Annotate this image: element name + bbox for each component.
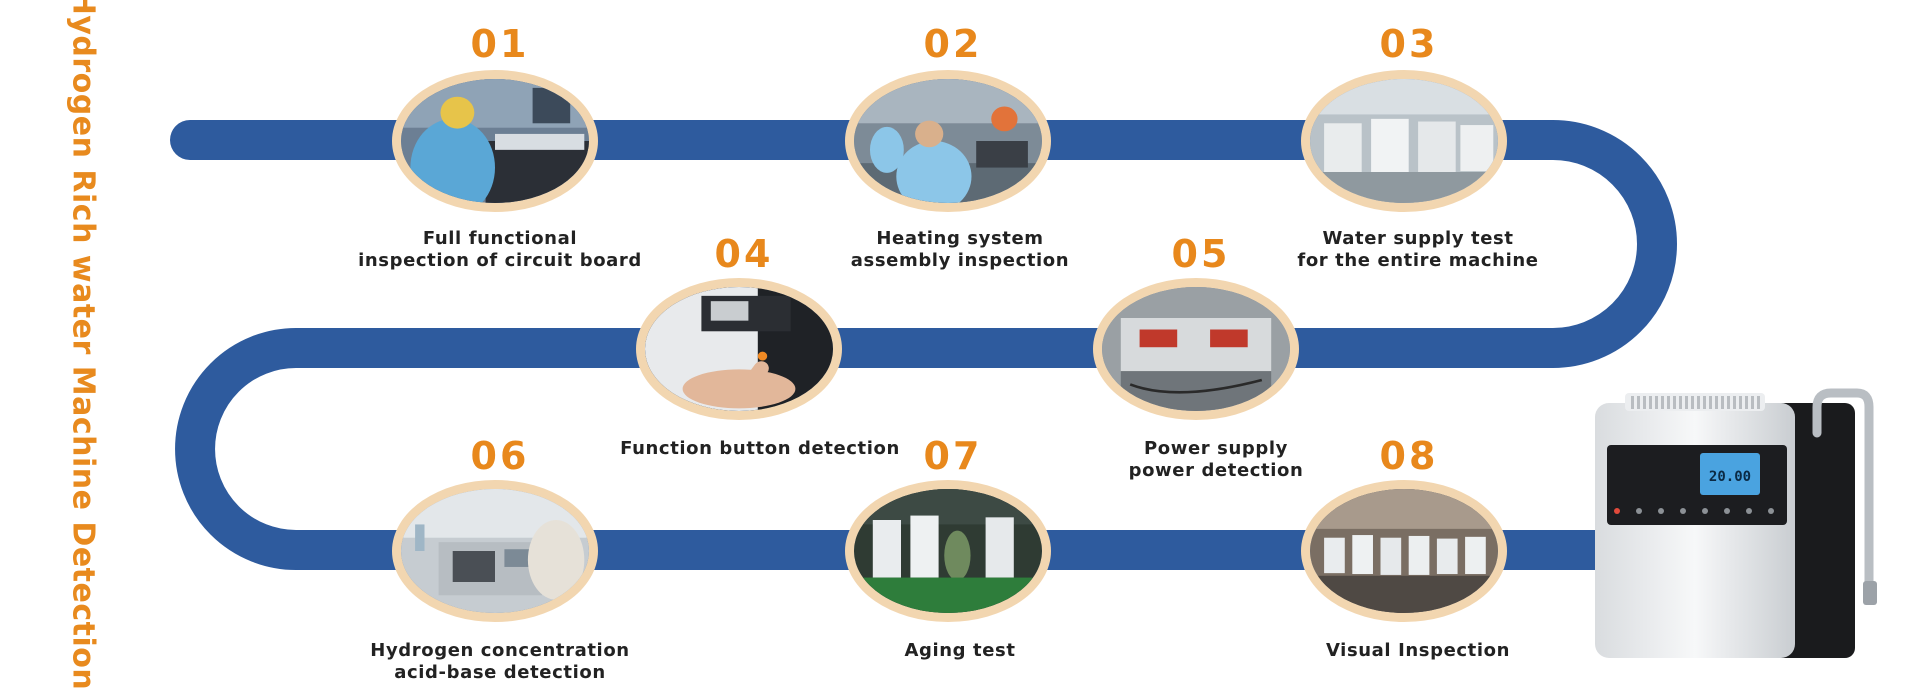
- caption-line-1: Hydrogen concentration: [370, 640, 630, 661]
- caption-line-2: acid-base detection: [394, 662, 606, 683]
- step-caption: Full functional inspection of circuit bo…: [320, 228, 680, 272]
- vent-rib: [1697, 396, 1700, 409]
- machine-faucet-pipe: [1812, 388, 1874, 590]
- vent-rib: [1643, 396, 1646, 409]
- step-caption: Water supply test for the entire machine: [1238, 228, 1598, 272]
- vent-rib: [1739, 396, 1742, 409]
- heating-system-assembly-photo: [845, 70, 1051, 212]
- step-caption: Hydrogen concentration acid-base detecti…: [320, 640, 680, 684]
- step-number: 06: [470, 434, 530, 478]
- step-number: 04: [714, 232, 774, 276]
- vent-rib: [1649, 396, 1652, 409]
- caption-line-2: inspection of circuit board: [358, 250, 642, 271]
- caption-line-1: Aging test: [904, 640, 1016, 661]
- vent-rib: [1691, 396, 1694, 409]
- function-button-photo: [636, 278, 842, 420]
- step-number: 01: [470, 22, 530, 66]
- machine-vent: [1625, 393, 1765, 411]
- vent-rib: [1655, 396, 1658, 409]
- vent-rib: [1703, 396, 1706, 409]
- vent-rib: [1637, 396, 1640, 409]
- step-number: 07: [923, 434, 983, 478]
- caption-line-2: power detection: [1128, 460, 1304, 481]
- machine-body: [1595, 403, 1795, 658]
- hydrogen-concentration-photo: [392, 480, 598, 622]
- vent-rib: [1733, 396, 1736, 409]
- vent-rib: [1715, 396, 1718, 409]
- step-caption: Function button detection: [580, 438, 940, 460]
- machine-faucet-tip: [1863, 581, 1877, 605]
- machine-button-row: [1614, 508, 1774, 514]
- step-number: 05: [1171, 232, 1231, 276]
- step-caption: Heating system assembly inspection: [780, 228, 1140, 272]
- vent-rib: [1745, 396, 1748, 409]
- vent-rib: [1631, 396, 1634, 409]
- vent-rib: [1709, 396, 1712, 409]
- caption-line-1: Full functional: [422, 228, 578, 249]
- machine-button: [1658, 508, 1664, 514]
- track-path: [170, 120, 1677, 570]
- machine-lcd: [1700, 453, 1760, 495]
- step-caption: Aging test: [780, 640, 1140, 662]
- power-supply-photo: [1093, 278, 1299, 420]
- vent-rib: [1685, 396, 1688, 409]
- vent-rib: [1667, 396, 1670, 409]
- vent-rib: [1727, 396, 1730, 409]
- caption-line-1: Visual Inspection: [1325, 640, 1511, 661]
- machine-button: [1724, 508, 1730, 514]
- vent-rib: [1679, 396, 1682, 409]
- machine-button: [1636, 508, 1642, 514]
- step-number: 08: [1379, 434, 1439, 478]
- diagram-title: Hydrogen Rich water Machine Detection: [65, 0, 101, 690]
- machine-button: [1746, 508, 1752, 514]
- machine-display-value: 20.00: [1709, 469, 1751, 485]
- machine-button: [1768, 508, 1774, 514]
- caption-line-2: assembly inspection: [850, 250, 1070, 271]
- water-supply-test-photo: [1301, 70, 1507, 212]
- hydrogen-water-machine-photo: 20.00: [1585, 385, 1885, 665]
- step-caption: Power supply power detection: [1036, 438, 1396, 482]
- step-caption: Visual Inspection: [1238, 640, 1598, 662]
- caption-line-1: Heating system: [876, 228, 1044, 249]
- visual-inspection-photo: [1301, 480, 1507, 622]
- vent-rib: [1757, 396, 1760, 409]
- machine-button: [1702, 508, 1708, 514]
- aging-test-photo: [845, 480, 1051, 622]
- caption-line-2: for the entire machine: [1297, 250, 1539, 271]
- vent-rib: [1661, 396, 1664, 409]
- vent-rib: [1751, 396, 1754, 409]
- step-number: 02: [923, 22, 983, 66]
- vent-rib: [1721, 396, 1724, 409]
- caption-line-1: Water supply test: [1322, 228, 1514, 249]
- machine-button: [1680, 508, 1686, 514]
- circuit-board-inspection-photo: [392, 70, 598, 212]
- machine-button: [1614, 508, 1620, 514]
- vent-rib: [1673, 396, 1676, 409]
- step-number: 03: [1379, 22, 1439, 66]
- caption-line-1: Power supply: [1144, 438, 1288, 459]
- caption-line-1: Function button detection: [620, 438, 900, 459]
